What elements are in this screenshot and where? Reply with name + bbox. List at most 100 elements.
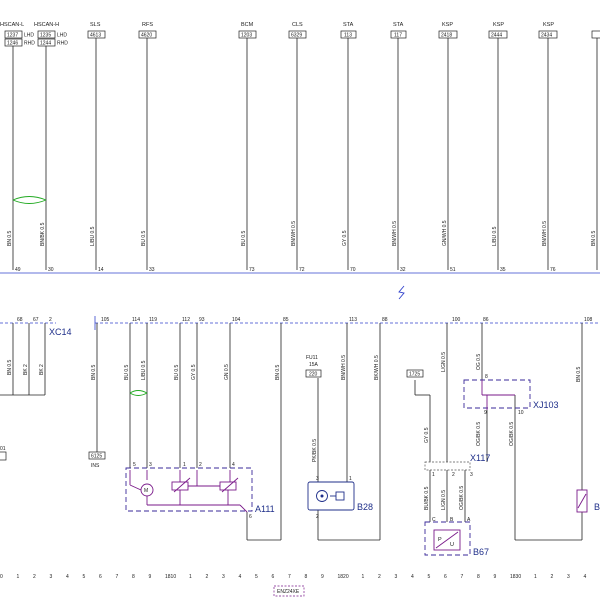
x117-pin-2: 2 [452, 472, 455, 478]
box-2434-text: 2434 [541, 33, 552, 39]
box-4613-text: 4613 [90, 33, 101, 39]
label-hscan-h: HSCAN-H [34, 22, 59, 28]
ruler-number: 6 [99, 574, 102, 580]
hscan-tag-rhd-2: RHD [57, 41, 68, 47]
label-ksp-2: KSP [493, 22, 504, 28]
a111-pin-3: 3 [149, 462, 152, 468]
label-hscan-l: HSCAN-L [0, 22, 24, 28]
wire-color-low-11: BN/WH 0.5 [341, 355, 347, 380]
wire-color-top-10: L/BU 0.5 [492, 226, 498, 246]
ruler-number: 6 [444, 574, 447, 580]
ruler-number: 5 [83, 574, 86, 580]
top-pin-33: 33 [149, 267, 155, 273]
lower-pin-86: 86 [483, 317, 489, 323]
x117-pin-1: 1 [432, 472, 435, 478]
ruler-number: 9 [321, 574, 324, 580]
wire-gy-label: GY 0.5 [424, 427, 430, 443]
component-label-b-right: B [594, 502, 600, 512]
ruler-number: 1820 [338, 574, 349, 580]
hscan-box-1235-text: 1235 [40, 33, 51, 39]
component-b28-outline [307, 481, 355, 511]
box-117-text: 117 [394, 33, 402, 39]
top-pin-30: 30 [48, 267, 54, 273]
box-1725-text: 1725 [409, 372, 420, 378]
lower-pin-93: 93 [199, 317, 205, 323]
ruler-number: 1830 [510, 574, 521, 580]
og-bk-wire-3: OG/BK 0.5 [459, 486, 465, 510]
lower-pin-68: 68 [17, 317, 23, 323]
ruler-number: 3 [567, 574, 570, 580]
wire-color-top-7: GY 0.5 [342, 230, 348, 246]
box-117 [390, 30, 407, 39]
bubk-wire: BU/BK 0.5 [424, 486, 430, 510]
top-wires [12, 38, 598, 270]
lower-pin-67: 67 [33, 317, 39, 323]
box-6125-text: 6125 [91, 454, 102, 460]
lower-pin-85: 85 [283, 317, 289, 323]
component-label-a111: A111 [255, 504, 275, 514]
top-pin-51: 51 [450, 267, 456, 273]
box-2444-text: 2444 [491, 33, 502, 39]
ruler-number: 3 [222, 574, 225, 580]
box-113 [340, 30, 357, 39]
connector-x117-outline [424, 461, 471, 471]
ruler-number: 2 [378, 574, 381, 580]
wire-color-low-6: L/BU 0.5 [141, 360, 147, 380]
ruler-number: 8 [132, 574, 135, 580]
top-pin-76: 76 [550, 267, 556, 273]
component-a111-outline [125, 467, 253, 512]
engine-code-box [273, 585, 305, 597]
hscan-box-1244-text: 1244 [40, 41, 51, 47]
lgn-wire: L/GN 0.5 [441, 490, 447, 510]
wire-color-low-5: BU 0.5 [124, 364, 130, 380]
ruler-number: 1 [534, 574, 537, 580]
connector-label-xj103: XJ103 [533, 400, 559, 410]
b28-sensor-icon [316, 490, 345, 502]
og-bk-wire-2: OG/BK 0.5 [509, 422, 515, 446]
left-box [0, 451, 7, 461]
hscan-tag-lhd-1: LHD [24, 33, 34, 39]
a111-internals [129, 470, 248, 513]
ruler-number: 7 [288, 574, 291, 580]
a111-pin-2: 2 [199, 462, 202, 468]
wire-color-low-1: BN 0.5 [7, 359, 13, 375]
ruler-number: 1810 [165, 574, 176, 580]
box-1203-text: 1203 [241, 33, 252, 39]
lower-pin-100: 100 [452, 317, 461, 323]
xj103-pin-8: 8 [485, 374, 488, 380]
wire-color-top-12: BN 0.5 [591, 230, 597, 246]
wire-color-top-4: BU 0.5 [141, 230, 147, 246]
wire-color-top-3: L/BU 0.5 [90, 226, 96, 246]
label-ksp-3: KSP [543, 22, 554, 28]
lower-wires [0, 323, 583, 541]
ruler-number: 7 [461, 574, 464, 580]
xj103-pin-10: 10 [518, 410, 524, 416]
box-4620-text: 4620 [141, 33, 152, 39]
ruler-number: 2 [551, 574, 554, 580]
ruler-number: 9 [494, 574, 497, 580]
break-icon [398, 285, 405, 300]
ruler-number: 0 [0, 574, 3, 580]
connector-xj103-outline [463, 379, 531, 409]
ruler-number: 4 [66, 574, 69, 580]
wire-color-low-8: GY 0.5 [191, 364, 197, 380]
lower-pin-2: 2 [49, 317, 52, 323]
label-sta-2: STA [393, 22, 404, 28]
top-pin-70: 70 [350, 267, 356, 273]
a111-pin-1: 1 [183, 462, 186, 468]
box-6125 [88, 451, 106, 460]
label-ksp-1: KSP [442, 22, 453, 28]
b28-pin-2: 2 [316, 514, 319, 520]
b28-pin-3: 3 [316, 476, 319, 482]
lower-pin-88: 88 [382, 317, 388, 323]
top-pin-14: 14 [98, 267, 104, 273]
wire-color-low-15: BN 0.5 [576, 366, 582, 382]
ruler-number: 5 [255, 574, 258, 580]
top-pin-32: 32 [400, 267, 406, 273]
twisted-pair-icon-lower [129, 390, 148, 396]
xj103-internals [481, 380, 515, 410]
ruler-number: 2 [206, 574, 209, 580]
wire-color-top-8: BN/WH 0.5 [392, 221, 398, 246]
a111-pin-4: 4 [232, 462, 235, 468]
